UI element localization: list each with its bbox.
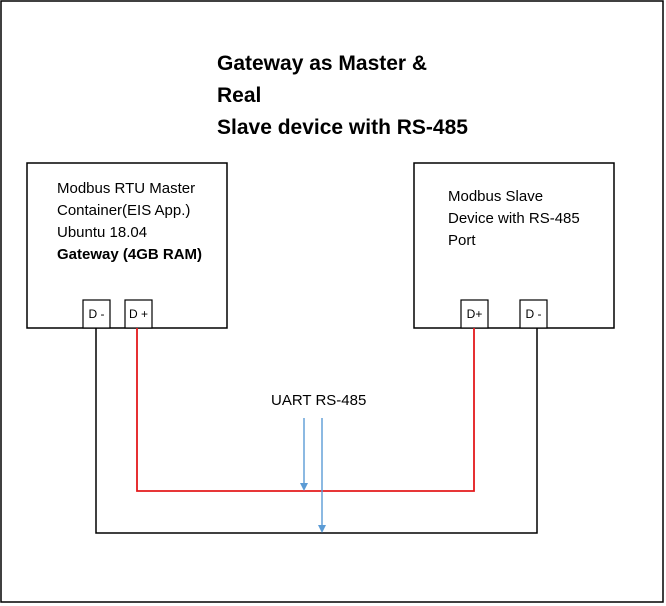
arrow-to-dminus-head	[318, 525, 326, 533]
slave-box-text: Modbus Slave Device with RS-485 Port	[448, 186, 580, 252]
diagram-title: Gateway as Master & Real Slave device wi…	[0, 48, 666, 144]
slave-dplus-label: D+	[466, 307, 483, 321]
master-line-3: Ubuntu 18.04	[57, 224, 148, 241]
bus-label: UART RS-485	[271, 392, 367, 409]
slave-line-1: Modbus Slave	[448, 188, 544, 205]
dminus-wire	[95, 328, 538, 534]
arrow-to-dplus-head	[300, 483, 308, 491]
slave-line-3: Port	[448, 232, 476, 249]
slave-terminal-dminus	[519, 299, 548, 329]
title-line-1: Gateway as Master & Real	[217, 52, 428, 107]
master-line-4: Gateway (4GB RAM)	[57, 246, 203, 263]
master-terminal-dplus	[124, 299, 153, 329]
slave-dminus-label: D -	[525, 307, 542, 321]
slave-device-box	[413, 162, 615, 329]
title-line-2: Slave device with RS-485	[217, 116, 468, 139]
master-box-text: Modbus RTU Master Container(EIS App.) Ub…	[57, 178, 202, 266]
master-dminus-label: D -	[88, 307, 105, 321]
dplus-wire	[136, 328, 475, 492]
master-dplus-label: D +	[128, 307, 148, 321]
master-line-2: Container(EIS App.)	[57, 202, 191, 219]
master-line-1: Modbus RTU Master	[57, 180, 196, 197]
slave-line-2: Device with RS-485	[448, 210, 580, 227]
